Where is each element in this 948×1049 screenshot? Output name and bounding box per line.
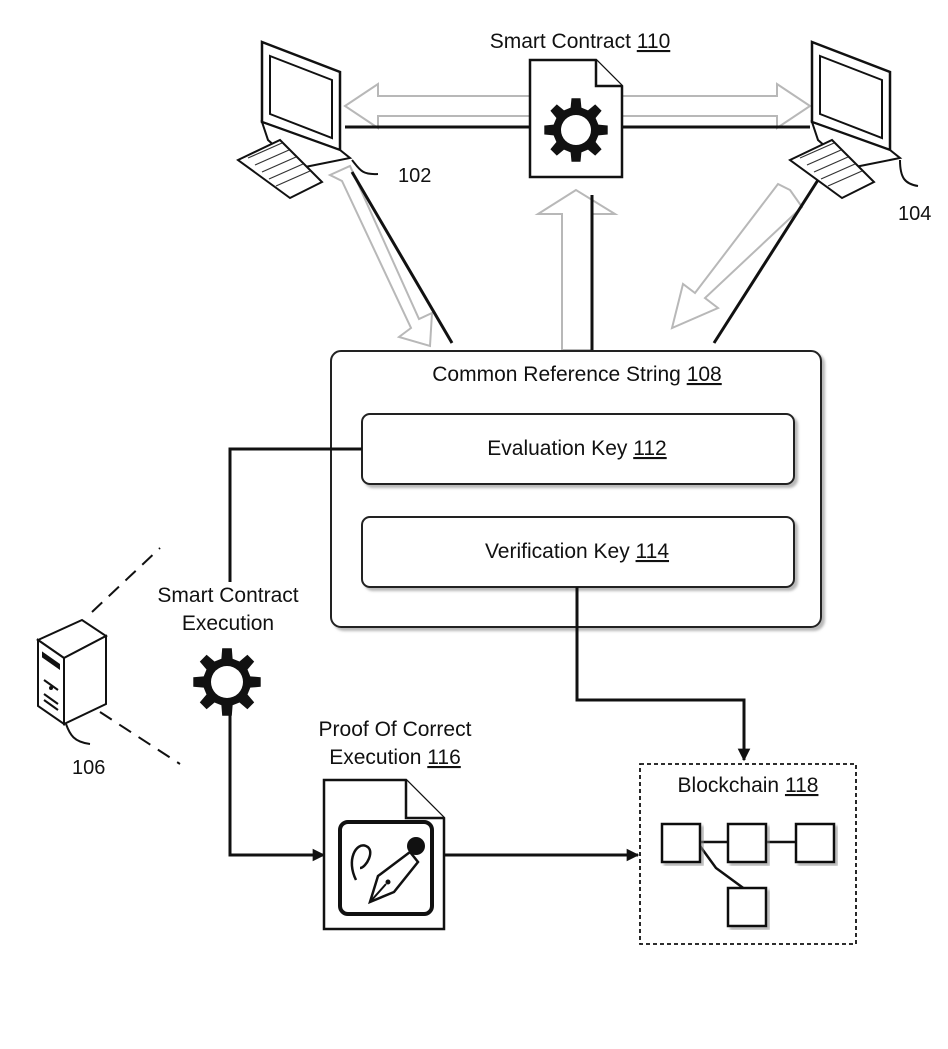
- computer-icon-102: [238, 42, 378, 198]
- smart-contract-gear-icon: [544, 98, 607, 161]
- hollow-arrow-102-to-crs: [330, 166, 432, 346]
- gear-hole: [211, 666, 243, 698]
- proof-label-line2: Execution 116: [329, 746, 461, 769]
- hollow-arrow-crs-to-contract: [538, 190, 615, 350]
- crs-title: Common Reference String 108: [432, 363, 722, 386]
- connector-gear-to-proof: [230, 715, 324, 855]
- hollow-arrow-contract-to-102: [345, 84, 540, 128]
- block-icon-1: [662, 824, 700, 862]
- server-icon-106: [38, 548, 180, 764]
- blockchain-title: Blockchain 118: [678, 774, 819, 797]
- computer-icon-104: [790, 42, 918, 198]
- execution-label-line2: Execution: [182, 612, 274, 635]
- block-icon-2: [728, 824, 766, 862]
- hollow-arrow-contract-to-104: [612, 84, 810, 128]
- evaluation-key-label: Evaluation Key 112: [487, 437, 666, 460]
- ref-104: 104: [898, 203, 931, 225]
- gear-hole: [561, 115, 591, 145]
- ref-102: 102: [398, 165, 431, 187]
- connector-102-crs: [352, 172, 452, 343]
- block-icon-4: [728, 888, 766, 926]
- evaluation-key-box: Evaluation Key 112: [362, 414, 794, 484]
- verification-key-box: Verification Key 114: [362, 517, 794, 587]
- smart-contract-label: Smart Contract 110: [490, 30, 671, 53]
- verification-key-label: Verification Key 114: [485, 540, 669, 563]
- execution-gear-icon: [193, 648, 260, 715]
- execution-label-line1: Smart Contract: [157, 584, 298, 607]
- proof-document-icon: [324, 780, 444, 929]
- proof-label-line1: Proof Of Correct: [319, 718, 472, 741]
- block-icon-3: [796, 824, 834, 862]
- ref-106: 106: [72, 757, 105, 779]
